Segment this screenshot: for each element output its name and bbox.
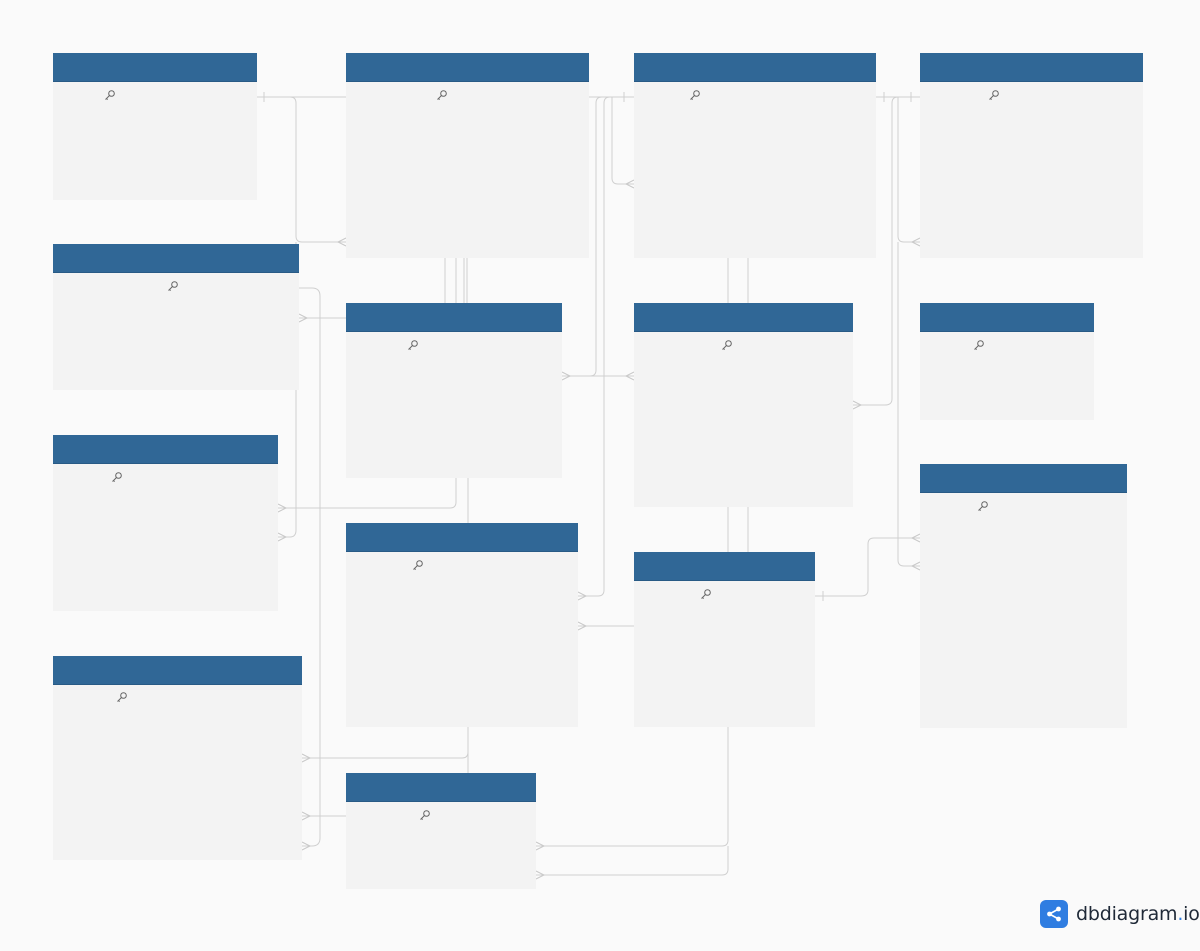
table-6[interactable] [346,303,562,478]
table-7[interactable] [634,303,853,507]
table-10[interactable] [920,464,1127,728]
relation-line [853,96,899,406]
share-icon [1040,900,1068,928]
many-marker [577,621,588,631]
key-icon [974,340,984,350]
key-icon [117,692,127,702]
table-header[interactable] [634,303,853,332]
table-2[interactable] [346,53,589,258]
many-marker [277,503,288,513]
table-header[interactable] [346,53,589,82]
table-14[interactable] [346,773,536,889]
table-header[interactable] [53,435,278,464]
table-header[interactable] [53,244,299,273]
relation-line [289,96,346,243]
relation-line [536,727,729,847]
relation-line [578,96,611,597]
many-marker [624,179,635,189]
key-icon [722,340,732,350]
key-icon [408,340,418,350]
key-icon [978,501,988,511]
relation-line [897,242,920,567]
table-header[interactable] [920,53,1143,82]
key-icon [701,589,711,599]
table-header[interactable] [346,773,536,802]
many-marker [561,371,572,381]
many-marker [336,237,347,247]
many-marker [535,870,546,880]
many-marker [910,533,921,543]
table-9[interactable] [53,435,278,611]
table-header[interactable] [53,53,257,82]
relation-line [611,97,634,185]
logo-wordmark: dbdiagram.io [1076,903,1200,925]
table-header[interactable] [346,523,578,552]
relation-line [897,97,920,243]
key-icon [690,90,700,100]
table-4[interactable] [920,53,1143,258]
many-marker [301,841,312,851]
dbdiagram-logo[interactable]: dbdiagram.io [1040,899,1200,929]
key-icon [105,90,115,100]
table-13[interactable] [53,656,302,860]
table-8[interactable] [920,303,1094,420]
key-icon [989,90,999,100]
table-header[interactable] [634,53,876,82]
many-marker [624,371,635,381]
table-header[interactable] [346,303,562,332]
table-header[interactable] [920,464,1127,493]
table-header[interactable] [634,552,815,581]
table-5[interactable] [53,244,299,390]
logo-dot: . [1177,903,1184,925]
many-marker [910,237,921,247]
relation-line [536,846,729,876]
many-marker [298,313,309,323]
table-11[interactable] [346,523,578,727]
table-12[interactable] [634,552,815,727]
relation-line [299,287,321,847]
table-1[interactable] [53,53,257,200]
logo-name: dbdiagram [1076,903,1178,925]
key-icon [437,90,447,100]
relation-line [815,537,920,597]
many-marker [910,561,921,571]
relation-line [278,478,457,509]
key-icon [168,281,178,291]
key-icon [112,472,122,482]
many-marker [277,532,288,542]
key-icon [420,810,430,820]
many-marker [301,753,312,763]
table-header[interactable] [53,656,302,685]
many-marker [301,811,312,821]
key-icon [413,560,423,570]
logo-tld: io [1183,903,1200,925]
many-marker [852,400,863,410]
many-marker [577,591,588,601]
table-header[interactable] [920,303,1094,332]
relation-line [278,242,297,538]
table-3[interactable] [634,53,876,258]
many-marker [535,841,546,851]
